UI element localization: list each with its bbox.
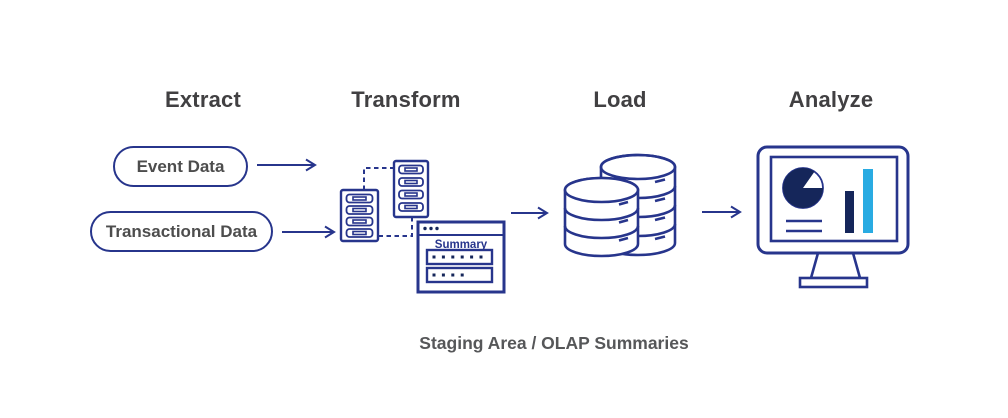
database-cylinder-icon — [563, 176, 640, 258]
pill-event-data: Event Data — [113, 146, 248, 187]
pill-event-data-label: Event Data — [136, 156, 225, 176]
stage-heading-transform: Transform — [351, 87, 461, 112]
dashboard-monitor-icon — [756, 145, 910, 289]
pie-chart-icon — [782, 167, 824, 209]
server-cluster-icon: Summary — [339, 159, 506, 294]
window-dots-icon — [423, 226, 439, 231]
caption-staging-area: Staging Area / OLAP Summaries — [419, 333, 689, 353]
summary-window-title: Summary — [435, 239, 488, 251]
stage-heading-analyze: Analyze — [788, 87, 874, 112]
monitor-base — [798, 276, 869, 289]
summary-window-icon: Summary — [416, 220, 506, 294]
server-rack-icon — [392, 159, 430, 219]
server-rack-icon — [339, 188, 380, 243]
text-lines-icon — [786, 219, 822, 233]
stage-heading-extract: Extract — [165, 87, 241, 112]
dashed-connector — [378, 217, 413, 237]
dotted-field-row — [425, 266, 494, 284]
pill-transactional-data: Transactional Data — [90, 211, 273, 252]
database-stack-icon — [563, 153, 677, 258]
arrow-right-icon — [257, 158, 317, 172]
dashed-connector — [363, 167, 394, 190]
pill-transactional-data-label: Transactional Data — [105, 221, 258, 241]
bar-chart-icon — [845, 169, 873, 233]
dotted-field-row — [425, 248, 494, 266]
arrow-right-icon — [511, 206, 549, 220]
arrow-right-icon — [702, 205, 742, 219]
arrow-right-icon — [282, 225, 336, 239]
monitor-stand — [809, 251, 862, 280]
stage-heading-load: Load — [593, 87, 647, 112]
